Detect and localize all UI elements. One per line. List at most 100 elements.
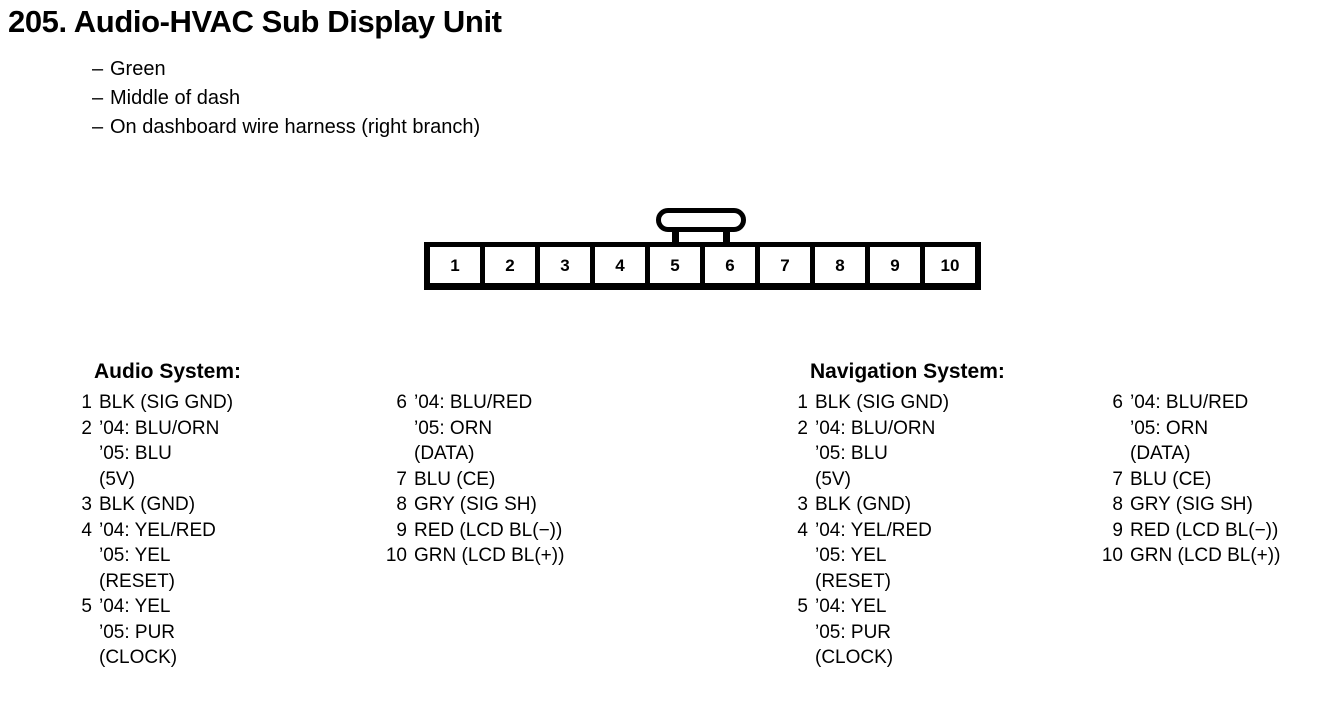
pin-description: ’04: YEL’05: PUR(CLOCK) [99, 594, 177, 671]
pin-entry: 7 BLU (CE) [1101, 467, 1280, 493]
pin-description-line: ’04: YEL [99, 596, 171, 617]
pin-description-line: ’05: YEL [815, 545, 887, 566]
pin-description: ’04: BLU/RED’05: ORN(DATA) [1130, 390, 1248, 467]
pin-description-line: (5V) [815, 468, 851, 490]
connector-pin-10: 10 [925, 247, 975, 283]
pin-entry: 10 GRN (LCD BL(+)) [385, 543, 565, 569]
connector-pin-3: 3 [540, 247, 590, 283]
pin-description-line: RED (LCD BL(−)) [414, 519, 563, 541]
pin-description-line: ’04: BLU/ORN [815, 417, 936, 439]
pin-entry: 4 ’04: YEL/RED’05: YEL(RESET) [70, 518, 365, 595]
pin-description-line: BLU (CE) [414, 468, 496, 490]
pin-description: ’04: YEL/RED’05: YEL(RESET) [99, 518, 216, 595]
pin-description-line: ’05: BLU [99, 443, 172, 464]
pin-description: GRY (SIG SH) [1130, 492, 1253, 518]
pin-description-line: ’04: BLU/ORN [99, 417, 220, 439]
pin-description-line: ’04: YEL/RED [815, 519, 932, 541]
pin-description-line: ’04: BLU/RED [1130, 392, 1249, 413]
pin-number: 4 [797, 519, 808, 541]
pin-description: BLK (SIG GND) [99, 390, 233, 416]
pin-number: 5 [81, 596, 92, 617]
pin-number: 9 [1112, 519, 1123, 541]
pin-description-line: BLK (SIG GND) [815, 392, 950, 413]
pin-description: ’04: BLU/ORN’05: BLU(5V) [99, 416, 219, 493]
pin-entry: 5 ’04: YEL’05: PUR(CLOCK) [70, 594, 365, 671]
pin-number: 1 [81, 392, 92, 413]
description-item: –Green [92, 55, 480, 84]
pin-description-line: GRN (LCD BL(+)) [414, 545, 565, 566]
latch-outline [656, 208, 746, 232]
pin-description: BLU (CE) [414, 467, 495, 493]
pin-description: ’04: BLU/ORN’05: BLU(5V) [815, 416, 935, 493]
pin-description: GRN (LCD BL(+)) [414, 543, 564, 569]
pin-number: 2 [81, 417, 92, 439]
pin-description: BLK (SIG GND) [815, 390, 949, 416]
pin-description-line: GRY (SIG SH) [414, 494, 537, 515]
dash-marker: – [92, 58, 104, 80]
pin-entry: 1 BLK (SIG GND) [70, 390, 365, 416]
description-item-label: Green [110, 58, 166, 80]
pin-number: 3 [81, 494, 92, 515]
pin-entry: 2’04: BLU/ORN’05: BLU(5V) [786, 416, 1081, 493]
pin-description-line: GRN (LCD BL(+)) [1130, 545, 1281, 566]
pin-number: 10 [385, 545, 407, 566]
pin-description-line: RED (LCD BL(−)) [1130, 519, 1279, 541]
pin-entry: 6 ’04: BLU/RED’05: ORN(DATA) [1101, 390, 1280, 467]
pin-description-line: ’04: YEL/RED [99, 519, 216, 541]
pin-description-line: ’05: PUR [815, 621, 892, 643]
description-item: –On dashboard wire harness (right branch… [92, 113, 480, 142]
pin-number: 3 [797, 494, 808, 515]
pin-number: 1 [797, 392, 808, 413]
connector-pin-8: 8 [815, 247, 865, 283]
pin-description-line: (RESET) [99, 570, 175, 592]
connector-latch-tab [656, 208, 746, 245]
pin-number: 8 [396, 494, 407, 515]
pin-description-line: GRY (SIG SH) [1130, 494, 1253, 515]
connector-pin-9: 9 [870, 247, 920, 283]
pin-entry: 4 ’04: YEL/RED ’05: YEL (RESET) [786, 518, 1081, 595]
pin-number: 6 [396, 392, 407, 413]
pin-number: 10 [1101, 545, 1123, 566]
description-item: –Middle of dash [92, 84, 480, 113]
pin-description: ’04: YEL’05: PUR(CLOCK) [815, 594, 893, 671]
pin-description: GRN (LCD BL(+)) [1130, 543, 1280, 569]
pin-number: 6 [1112, 392, 1123, 413]
pin-columns: 1 BLK (SIG GND) 2’04: BLU/ORN’05: BLU(5V)3… [786, 390, 1280, 671]
connector-pin-5: 5 [650, 247, 700, 283]
pin-column-two: 6 ’04: BLU/RED’05: ORN(DATA) 7 BLU (CE) 8 GRY… [1101, 390, 1281, 671]
latch-leg-left [672, 227, 679, 245]
dash-marker: – [92, 116, 104, 138]
pin-number: 7 [1112, 468, 1123, 490]
pin-description-line: ’05: ORN [414, 417, 493, 439]
pin-description-line: (RESET) [815, 570, 891, 592]
connector-pin-6: 6 [705, 247, 755, 283]
pin-description-line: (DATA) [1130, 443, 1191, 464]
pin-description-line: BLK (SIG GND) [99, 392, 234, 413]
pin-number: 5 [797, 596, 808, 617]
pin-number: 9 [396, 519, 407, 541]
pin-description: RED (LCD BL(−)) [414, 518, 562, 544]
latch-leg-right [723, 227, 730, 245]
description-list: –Green–Middle of dash–On dashboard wire … [92, 55, 480, 142]
pin-number: 4 [81, 519, 92, 541]
pin-description: GRY (SIG SH) [414, 492, 537, 518]
pin-description-line: ’04: YEL [815, 596, 887, 617]
pin-entry: 2’04: BLU/ORN’05: BLU(5V) [70, 416, 365, 493]
pin-description: ’04: YEL/RED ’05: YEL (RESET) [815, 518, 932, 595]
pin-entry: 8 GRY (SIG SH) [1101, 492, 1280, 518]
pin-description-line: (DATA) [414, 443, 475, 464]
dash-marker: – [92, 87, 104, 109]
pin-entry: 6’04: BLU/RED’05: ORN(DATA) [385, 390, 564, 467]
pin-description-line: BLU (CE) [1130, 468, 1212, 490]
pin-number: 8 [1112, 494, 1123, 515]
connector-pin-1: 1 [430, 247, 480, 283]
